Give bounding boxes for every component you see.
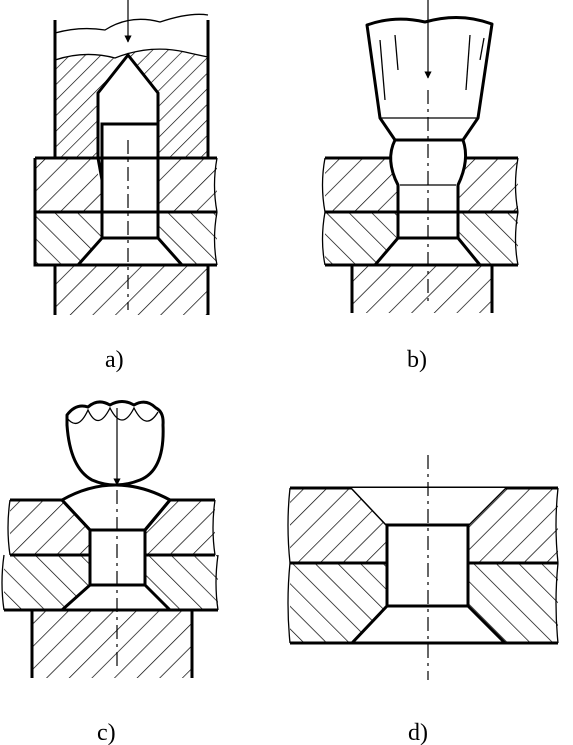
panel-b-upper-plate: [321, 156, 519, 214]
panel-a-upper-plate: [33, 156, 218, 214]
panel-b-anvil: [350, 265, 494, 313]
panel-a: a): [33, 0, 218, 373]
panel-c-label: c): [97, 720, 116, 745]
panel-d: d): [287, 455, 559, 745]
panel-d-lower-plate: [287, 562, 559, 645]
panel-a-rivet: [100, 122, 160, 240]
panel-b: b): [321, 0, 519, 373]
panel-a-anvil: [53, 265, 210, 315]
panel-c: c): [1, 400, 219, 745]
panel-b-label: b): [407, 347, 427, 373]
panel-d-label: d): [408, 720, 428, 745]
panel-c-anvil: [30, 610, 194, 678]
panel-a-lower-plate: [33, 211, 218, 267]
panel-b-lower-plate: [321, 211, 519, 267]
panel-c-header-tool: [65, 400, 165, 487]
panel-b-hammer: [365, 15, 494, 142]
panel-a-punch: [53, 13, 210, 158]
panel-a-label: a): [105, 347, 124, 373]
